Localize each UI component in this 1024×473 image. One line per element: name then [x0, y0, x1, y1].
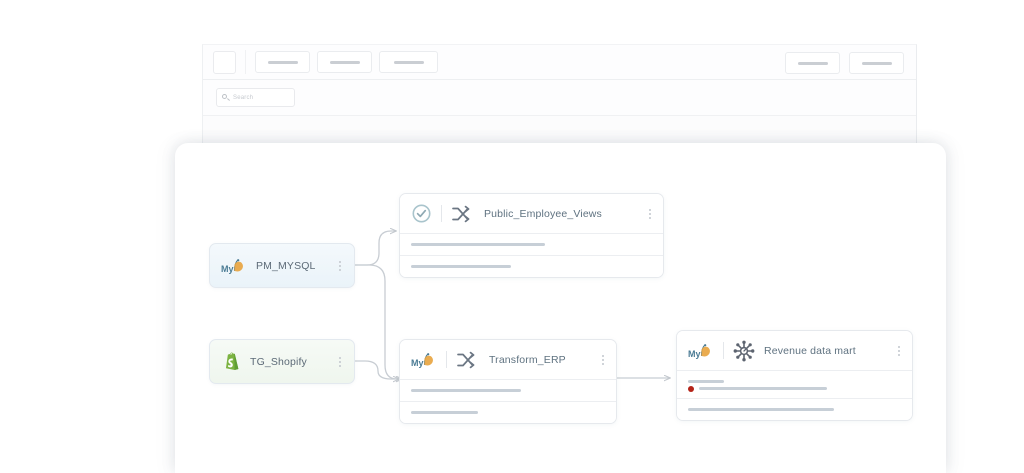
kebab-menu-icon[interactable]	[597, 352, 608, 367]
placeholder-bar	[699, 387, 827, 390]
shopify-logo-icon	[226, 351, 239, 370]
edge-tg-shopify-to-transform-erp	[355, 360, 399, 379]
toolbar-left-group	[213, 50, 438, 74]
header-divider	[723, 342, 724, 359]
search-placeholder: Search	[233, 94, 254, 101]
toolbar-square-button[interactable]	[213, 50, 236, 74]
toolbar-button-2-label-bar	[329, 60, 360, 64]
card-header: My	[677, 331, 912, 370]
toolbar-button-1[interactable]	[255, 51, 310, 73]
node-pm-mysql-label: PM_MYSQL	[256, 259, 316, 272]
mysql-logo-icon: My	[411, 352, 433, 368]
node-revenue-data-mart-label: Revenue data mart	[764, 344, 856, 357]
svg-text:My: My	[688, 349, 701, 359]
edge-pm-mysql-to-transform-erp	[355, 264, 402, 379]
status-badge	[688, 385, 694, 392]
placeholder-bar	[411, 243, 545, 246]
toolbar-button-3-label-bar	[393, 60, 424, 64]
background-search-row: Search	[203, 80, 916, 116]
kebab-menu-icon[interactable]	[893, 343, 904, 358]
node-revenue-data-mart[interactable]: My	[676, 330, 913, 421]
card-row[interactable]	[400, 255, 663, 277]
card-row[interactable]	[677, 398, 912, 420]
toolbar-button-3[interactable]	[379, 51, 438, 73]
placeholder-bar	[411, 411, 478, 414]
background-toolbar	[203, 45, 916, 80]
mysql-logo-icon: My	[688, 343, 710, 359]
mysql-logo-icon: My	[221, 258, 243, 274]
kebab-menu-icon[interactable]	[334, 258, 345, 273]
node-public-employee-views[interactable]: Public_Employee_Views	[399, 193, 664, 278]
node-transform-erp-label: Transform_ERP	[489, 353, 566, 366]
search-input[interactable]: Search	[216, 88, 295, 107]
card-row[interactable]	[400, 379, 616, 401]
node-tg-shopify[interactable]: TG_Shopify	[209, 339, 355, 384]
lineage-graph: My PM_MYSQL TG_Shopify	[175, 143, 946, 473]
search-icon	[222, 94, 229, 101]
card-header: My Transform_ERP	[400, 340, 616, 379]
placeholder-bar	[688, 379, 724, 383]
toolbar-right-group	[785, 52, 904, 74]
node-tg-shopify-label: TG_Shopify	[250, 355, 307, 368]
placeholder-bar	[688, 408, 834, 411]
toolbar-button-1-label-bar	[267, 60, 298, 64]
header-divider	[446, 351, 447, 368]
edge-pm-mysql-to-public-employee-views	[355, 231, 396, 266]
placeholder-bar	[411, 265, 511, 268]
toolbar-right-button-2-label-bar	[861, 61, 892, 65]
toolbar-right-button-2[interactable]	[849, 52, 904, 74]
node-public-employee-views-label: Public_Employee_Views	[484, 207, 602, 220]
node-transform-erp[interactable]: My Transform_ERP	[399, 339, 617, 424]
kebab-menu-icon[interactable]	[334, 354, 345, 369]
pipeline-canvas-panel: My PM_MYSQL TG_Shopify	[175, 143, 946, 473]
card-row[interactable]	[677, 370, 912, 398]
kebab-menu-icon[interactable]	[644, 206, 655, 221]
card-header: Public_Employee_Views	[400, 194, 663, 233]
node-pm-mysql[interactable]: My PM_MYSQL	[209, 243, 355, 288]
shuffle-icon	[457, 351, 475, 368]
card-row[interactable]	[400, 233, 663, 255]
svg-text:My: My	[411, 358, 424, 368]
card-row[interactable]	[400, 401, 616, 423]
header-divider	[441, 205, 442, 222]
toolbar-right-button-1-label-bar	[797, 61, 828, 65]
status-row	[688, 385, 827, 392]
snowflake-icon	[733, 340, 755, 361]
toolbar-divider	[245, 50, 246, 74]
toolbar-right-button-1[interactable]	[785, 52, 840, 74]
shuffle-icon	[452, 205, 470, 222]
check-circle-icon	[412, 204, 431, 223]
toolbar-button-2[interactable]	[317, 51, 372, 73]
svg-text:My: My	[221, 264, 234, 274]
placeholder-bar	[411, 389, 521, 392]
